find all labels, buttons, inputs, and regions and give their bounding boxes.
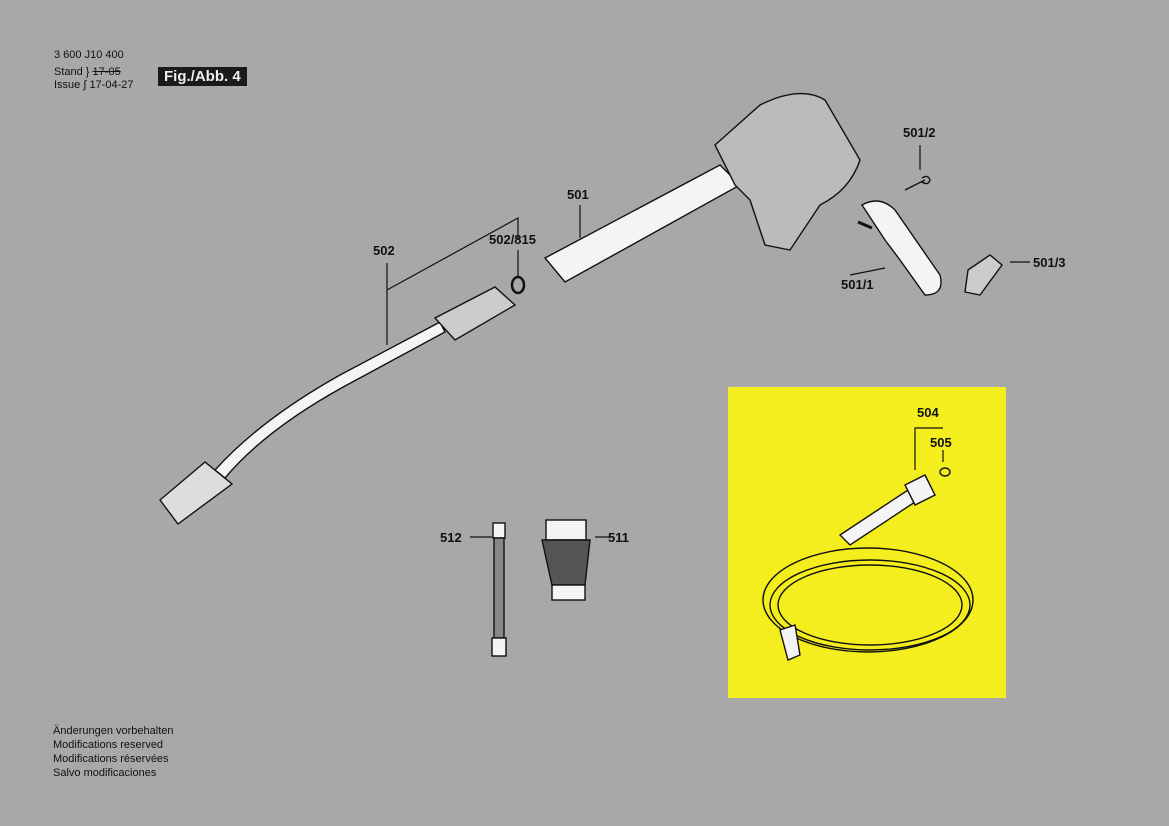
- tube-part: [543, 164, 742, 283]
- issue-date: 17-04-27: [89, 79, 134, 91]
- label-501: 501: [567, 187, 589, 202]
- issue-text: Issue: [54, 79, 81, 91]
- label-512: 512: [440, 530, 462, 545]
- footer-notes: Änderungen vorbehalten Modifications res…: [53, 724, 173, 780]
- label-502: 502: [373, 243, 395, 258]
- stand-label: Stand } 17-05: [54, 66, 121, 78]
- pin-part: [857, 220, 873, 230]
- label-504: 504: [917, 405, 939, 420]
- hose-highlight-box: [728, 387, 1006, 698]
- pressure-hose-part: [762, 467, 974, 661]
- handle-part: [714, 92, 861, 251]
- figure-label: Fig./Abb. 4: [158, 67, 247, 86]
- clip-part: [964, 254, 1003, 296]
- trigger-part: [861, 200, 942, 296]
- label-501-1: 501/1: [841, 277, 874, 292]
- footer-line: Änderungen vorbehalten: [53, 725, 174, 737]
- stand-text: Stand: [54, 66, 83, 78]
- label-501-2: 501/2: [903, 125, 936, 140]
- label-505: 505: [930, 435, 952, 450]
- connector-hose-part: [491, 522, 507, 657]
- label-501-3: 501/3: [1033, 255, 1066, 270]
- spring-part: [904, 175, 931, 191]
- old-date: 17-05: [92, 66, 121, 78]
- label-502-815: 502/815: [489, 232, 536, 247]
- footer-line: Modifications reserved: [53, 739, 164, 751]
- footer-line: Modifications réservées: [53, 753, 169, 765]
- label-511: 511: [608, 530, 629, 545]
- lance-part: [159, 286, 517, 525]
- water-filter-part: [541, 519, 591, 601]
- leader-lines: [386, 145, 1030, 538]
- issue-label: Issue ∫ 17-04-27: [54, 79, 134, 91]
- o-ring-part: [510, 275, 526, 295]
- doc-number: 3 600 J10 400: [54, 49, 124, 61]
- footer-line: Salvo modificaciones: [53, 767, 157, 779]
